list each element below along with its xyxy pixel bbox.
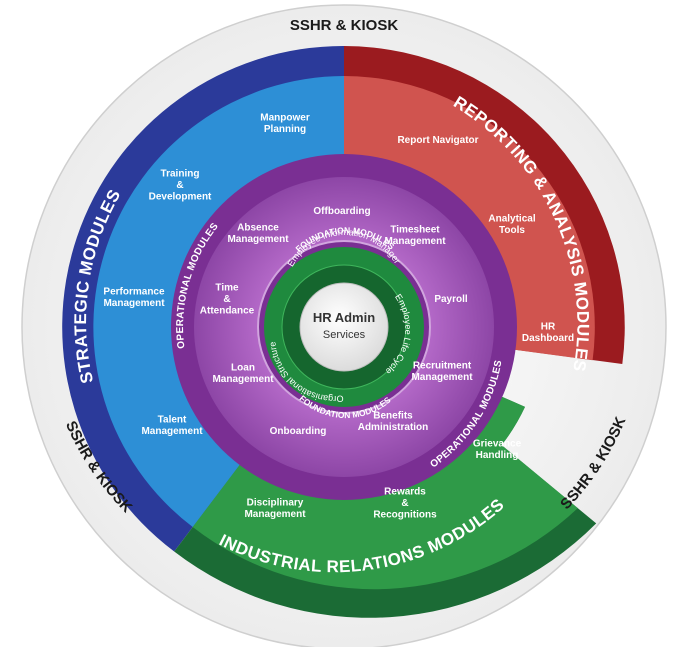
label-line: Absence — [237, 222, 279, 233]
label-line: Training — [161, 169, 200, 180]
label-line: Payroll — [434, 294, 468, 305]
label-line: & — [223, 294, 230, 305]
label-line: Analytical — [488, 213, 535, 224]
label-line: Timesheet — [390, 224, 440, 235]
module-training-development: Training&Development — [149, 169, 212, 203]
label-line: Disciplinary — [247, 497, 304, 508]
label-line: Handling — [476, 450, 519, 461]
label-line: Onboarding — [270, 426, 327, 437]
label-line: Administration — [358, 422, 429, 433]
center-subtitle: Services — [323, 329, 366, 341]
label-line: Management — [212, 374, 274, 385]
label-line: Offboarding — [313, 206, 370, 217]
label-line: Recognitions — [373, 510, 437, 521]
module-offboarding: Offboarding — [313, 206, 370, 217]
label-line: Performance — [103, 286, 165, 297]
kiosk-label-top: SSHR & KIOSK — [290, 17, 399, 34]
label-line: Manpower — [260, 112, 310, 123]
label-line: Grievance — [473, 438, 522, 449]
label-line: Planning — [264, 124, 306, 135]
label-line: HR — [541, 321, 556, 332]
label-line: Tools — [499, 225, 525, 236]
label-line: Management — [384, 236, 446, 247]
label-line: Management — [103, 298, 165, 309]
label-line: Benefits — [373, 410, 413, 421]
module-rewards-recognitions: Rewards&Recognitions — [373, 487, 437, 521]
label-line: & — [176, 180, 183, 191]
label-line: Time — [215, 283, 239, 294]
module-onboarding: Onboarding — [270, 426, 327, 437]
label-line: Management — [244, 509, 306, 520]
label-line: & — [401, 498, 408, 509]
label-line: Report Navigator — [397, 135, 478, 146]
label-line: Loan — [231, 362, 255, 373]
label-line: Attendance — [200, 306, 255, 317]
label-line: Rewards — [384, 487, 426, 498]
label-line: Management — [411, 372, 473, 383]
module-report-navigator: Report Navigator — [397, 135, 478, 146]
label-line: Management — [227, 234, 289, 245]
label-line: Talent — [158, 414, 187, 425]
label-line: Recruitment — [413, 360, 472, 371]
module-payroll: Payroll — [434, 294, 468, 305]
center-circle — [299, 282, 389, 372]
module-time-attendance: Time&Attendance — [200, 283, 255, 317]
center-title: HR Admin — [313, 310, 375, 325]
label-line: Development — [149, 192, 212, 203]
label-line: Dashboard — [522, 333, 574, 344]
label-line: Management — [141, 426, 203, 437]
